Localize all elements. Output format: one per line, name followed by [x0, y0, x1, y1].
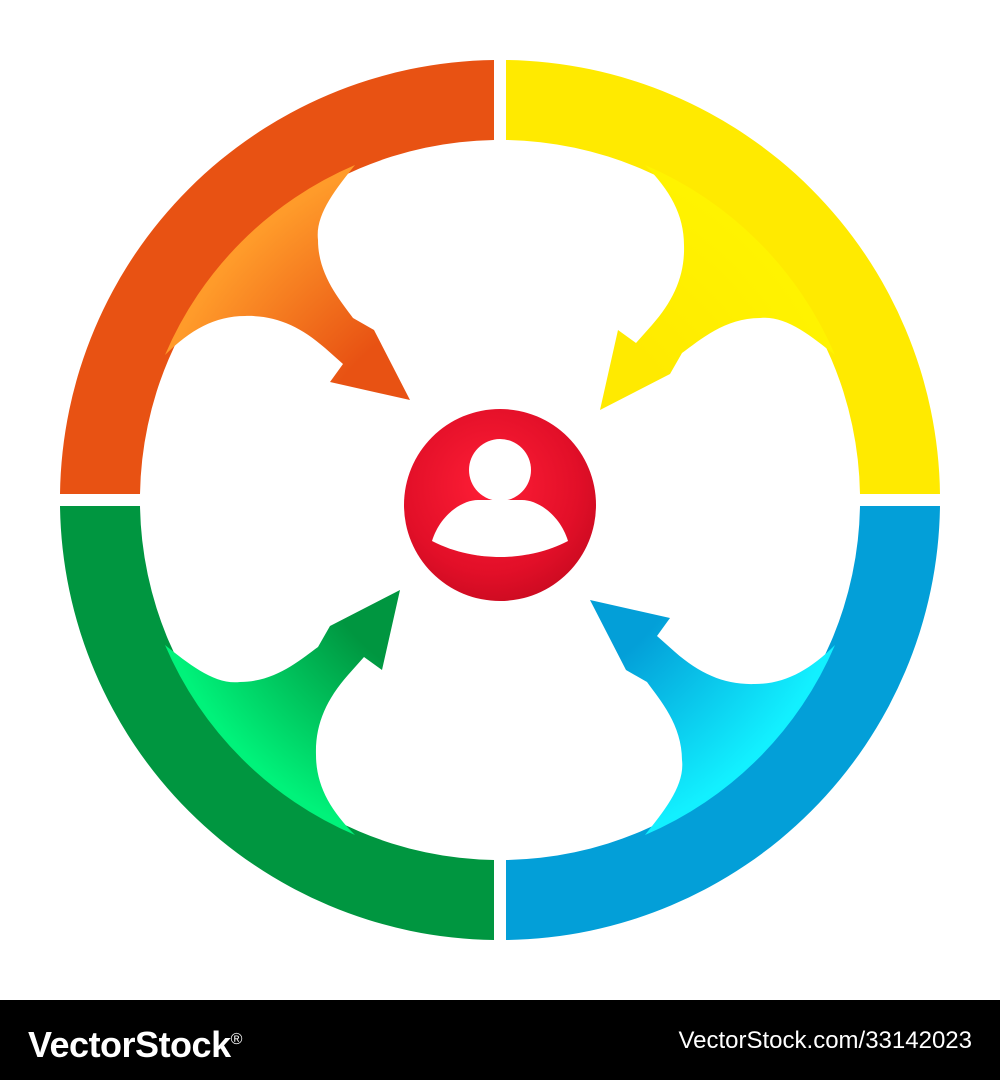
ring-segment-blue	[506, 506, 940, 940]
ring-segment-orange	[60, 60, 494, 494]
quadrant-blue	[506, 506, 940, 940]
watermark-brand: VectorStock®	[28, 1018, 242, 1067]
registered-mark: ®	[230, 1031, 243, 1048]
center-user-node	[404, 409, 596, 601]
quadrant-green	[60, 506, 494, 940]
watermark-url: VectorStock.com/33142023	[678, 1027, 972, 1054]
user-icon	[432, 439, 568, 557]
arrow-green	[165, 590, 400, 835]
arrow-blue	[590, 600, 835, 835]
ring-segment-green	[60, 506, 494, 940]
arrow-yellow	[600, 165, 835, 410]
quadrant-yellow	[506, 60, 940, 494]
watermark-brand-text: VectorStock	[28, 1024, 231, 1065]
cycle-diagram	[60, 60, 940, 940]
arrow-orange	[165, 165, 410, 400]
quadrant-orange	[60, 60, 494, 494]
ring-segment-yellow	[506, 60, 940, 494]
watermark-bar: VectorStock® VectorStock.com/33142023	[0, 1000, 1000, 1080]
